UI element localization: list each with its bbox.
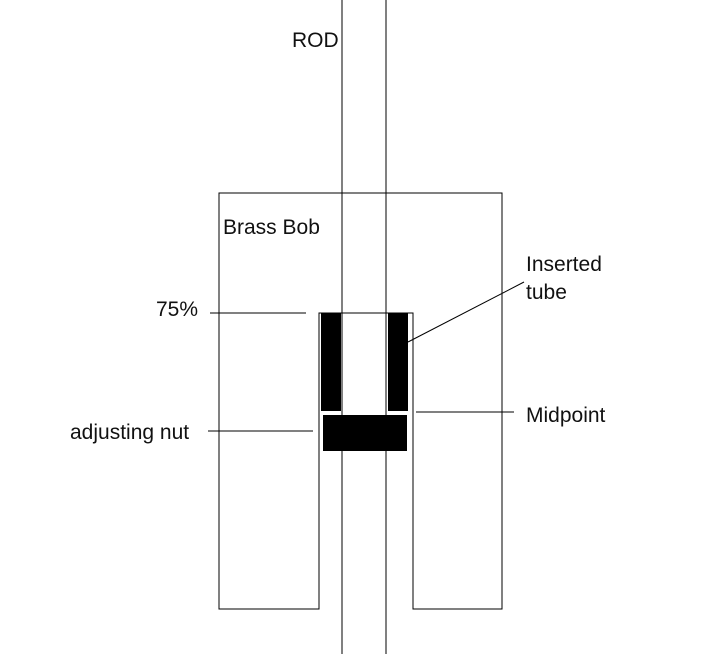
- tube-leader-line: [407, 281, 525, 343]
- rod-label: ROD: [292, 29, 339, 52]
- brass-bob-outline: [218, 192, 503, 610]
- percent-label: 75%: [156, 298, 198, 321]
- adjusting-nut-block: [323, 415, 407, 451]
- inserted-tube-label-line1: Inserted: [526, 253, 602, 276]
- midpoint-label: Midpoint: [526, 404, 606, 427]
- inserted-tube-right-wall: [388, 313, 408, 411]
- brass-bob-label: Brass Bob: [223, 216, 320, 239]
- inserted-tube-label-line2: tube: [526, 281, 567, 304]
- inserted-tube-left-wall: [321, 313, 341, 411]
- adjusting-nut-label: adjusting nut: [70, 421, 189, 444]
